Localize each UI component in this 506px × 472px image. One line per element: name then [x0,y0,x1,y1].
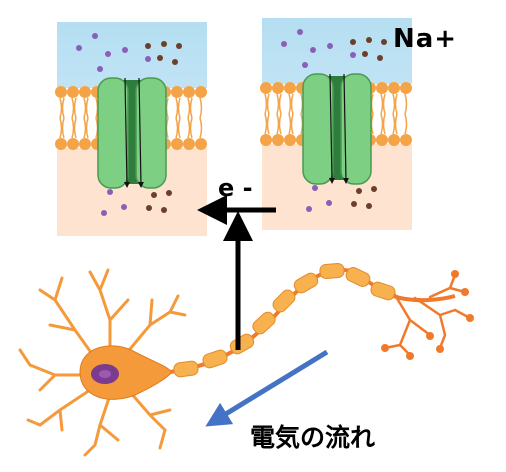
sodium-channel [302,73,372,185]
current-flow-arrow [205,349,329,427]
ion-channel-panel-resting [55,22,207,236]
sodium-ion-label: Na+ [393,24,458,54]
current-flow-label: 電気の流れ [250,423,376,452]
dendrites [18,268,187,457]
ion-channel-panel-active [260,18,412,230]
sodium-ions [281,29,387,212]
cell-membrane [55,86,207,150]
electron-label: e - [218,174,253,202]
neuron [18,262,474,457]
axon-terminals [383,273,472,357]
sodium-channel [97,77,167,189]
myelin-sheath [173,262,396,378]
signal-arrow [197,195,276,350]
sodium-ions [76,33,182,216]
